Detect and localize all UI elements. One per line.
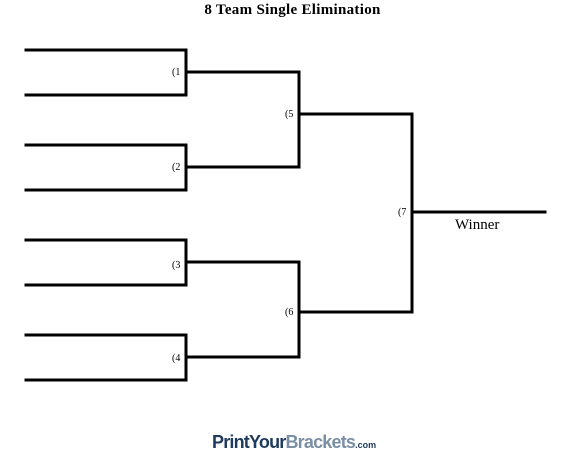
- printyourbrackets-logo[interactable]: PrintYourBrackets.com: [212, 432, 376, 455]
- game-number-5: (5: [285, 109, 293, 120]
- game-number-2: (2: [172, 162, 180, 173]
- game-2-bracket-line: [24, 143, 301, 192]
- game-6-bracket-line: [297, 260, 414, 359]
- logo-part-print: Print: [212, 432, 250, 452]
- game-1-bracket-line: [24, 48, 301, 97]
- logo-part-brackets: Brackets: [285, 432, 356, 452]
- game-3-bracket-line: [24, 238, 301, 287]
- logo-part-your: Your: [249, 432, 286, 452]
- game-number-4: (4: [172, 353, 180, 364]
- game-4-bracket-line: [24, 333, 301, 382]
- logo-domain-suffix: .com: [355, 440, 377, 450]
- winner-label: Winner: [455, 217, 500, 233]
- game-number-3: (3: [172, 260, 180, 271]
- game-5-bracket-line: [297, 70, 414, 169]
- game-number-6: (6: [285, 307, 293, 318]
- game-number-7: (7: [398, 207, 406, 218]
- game-number-1: (1: [172, 67, 180, 78]
- game-7-bracket-line: [410, 112, 547, 314]
- bracket-title: 8 Team Single Elimination: [204, 2, 381, 18]
